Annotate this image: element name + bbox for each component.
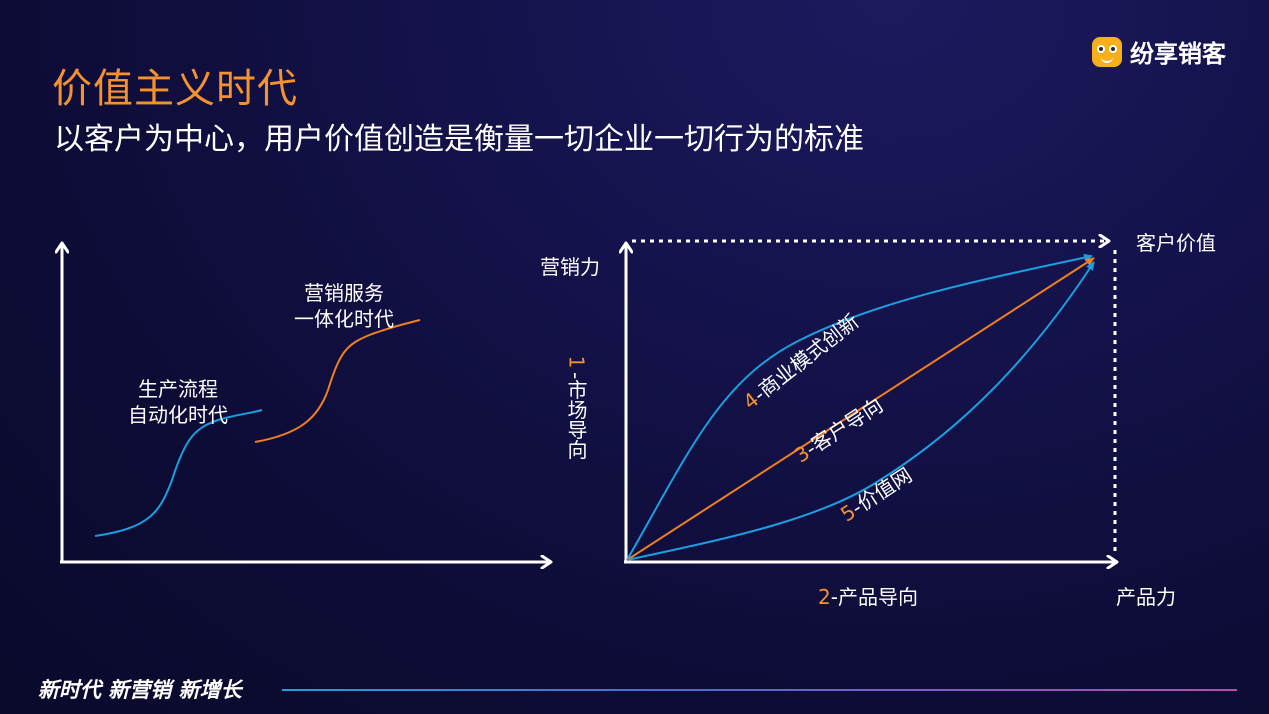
brand-name: 纷享销客 [1130, 40, 1226, 68]
business-model-innovation-curve [626, 253, 1093, 561]
market-oriented-label: 1 -市场导向 [563, 355, 588, 460]
production-automation-label: 生产流程 自动化时代 [128, 377, 228, 427]
marketing-integration-label: 营销服务 一体化时代 [294, 281, 394, 331]
customer-value-label: 客户价值 [1136, 231, 1216, 255]
y-axis-label: 营销力 [540, 255, 600, 279]
product-oriented-label: 2-产品导向 [818, 585, 918, 609]
page-title: 价值主义时代 [52, 66, 298, 112]
page-subtitle: 以客户为中心，用户价值创造是衡量一切企业一切行为的标准 [54, 122, 864, 157]
value-network-curve [626, 261, 1095, 561]
marketing-integration-curve [254, 319, 421, 443]
footer-slogan: 新时代 新营销 新增长 [38, 678, 242, 702]
brand-logo: 纷享销客 [1092, 34, 1226, 69]
x-axis-label: 产品力 [1116, 585, 1176, 609]
production-automation-curve [94, 409, 263, 537]
footer-divider [282, 689, 1237, 691]
customer-oriented-line [626, 257, 1095, 561]
logo-mascot-icon [1092, 36, 1122, 67]
